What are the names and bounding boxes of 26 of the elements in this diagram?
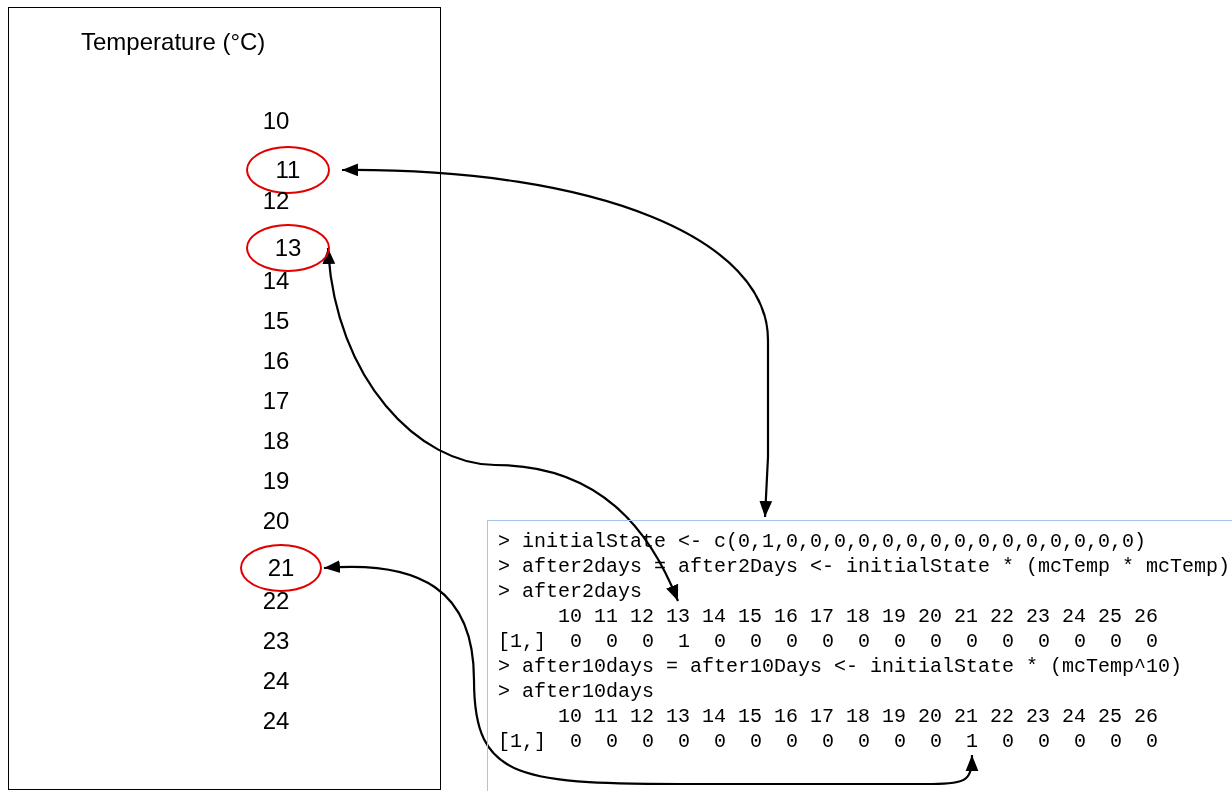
temperature-value: 10 [261, 107, 291, 135]
temperature-value: 15 [261, 307, 291, 335]
temperature-value: 24 [261, 707, 291, 735]
curved-arrow [342, 163, 773, 518]
console-value: 13 [666, 605, 690, 628]
console-output-row-text: 10 11 12 13 14 15 16 17 18 19 20 21 22 23 24 25 26 [557, 704, 1158, 729]
temperature-value: 24 [261, 667, 291, 695]
temperature-value: 23 [261, 627, 291, 655]
console-command: > after10days [498, 679, 655, 704]
temperature-panel [8, 7, 441, 790]
console-output-row: [1,] 0 0 0 0 0 0 0 0 0 0 0 1 0 0 0 0 0 [498, 729, 1158, 754]
console-panel [487, 520, 1232, 791]
curved-arrow [323, 560, 979, 786]
panel-heading: Temperature (°C) [81, 28, 266, 56]
console-output-row-text: 10 11 12 13 14 15 16 17 18 19 20 21 22 23 24 25 26 [557, 604, 1158, 629]
console-output-row: [1,] 0 0 0 1 0 0 0 0 0 0 0 0 0 0 0 0 0 [498, 629, 1158, 654]
console-command: > after10days = after10Days <- initialState * (mcTemp^10) [498, 654, 1183, 679]
circled-value: 13 [246, 224, 330, 272]
temperature-value: 16 [261, 347, 291, 375]
temperature-value: 20 [261, 507, 291, 535]
temperature-value: 18 [261, 427, 291, 455]
temperature-value: 19 [261, 467, 291, 495]
temperature-value: 17 [261, 387, 291, 415]
circled-value: 21 [240, 544, 322, 592]
console-value: 1 [966, 730, 978, 753]
console-command: > after2days [498, 579, 643, 604]
